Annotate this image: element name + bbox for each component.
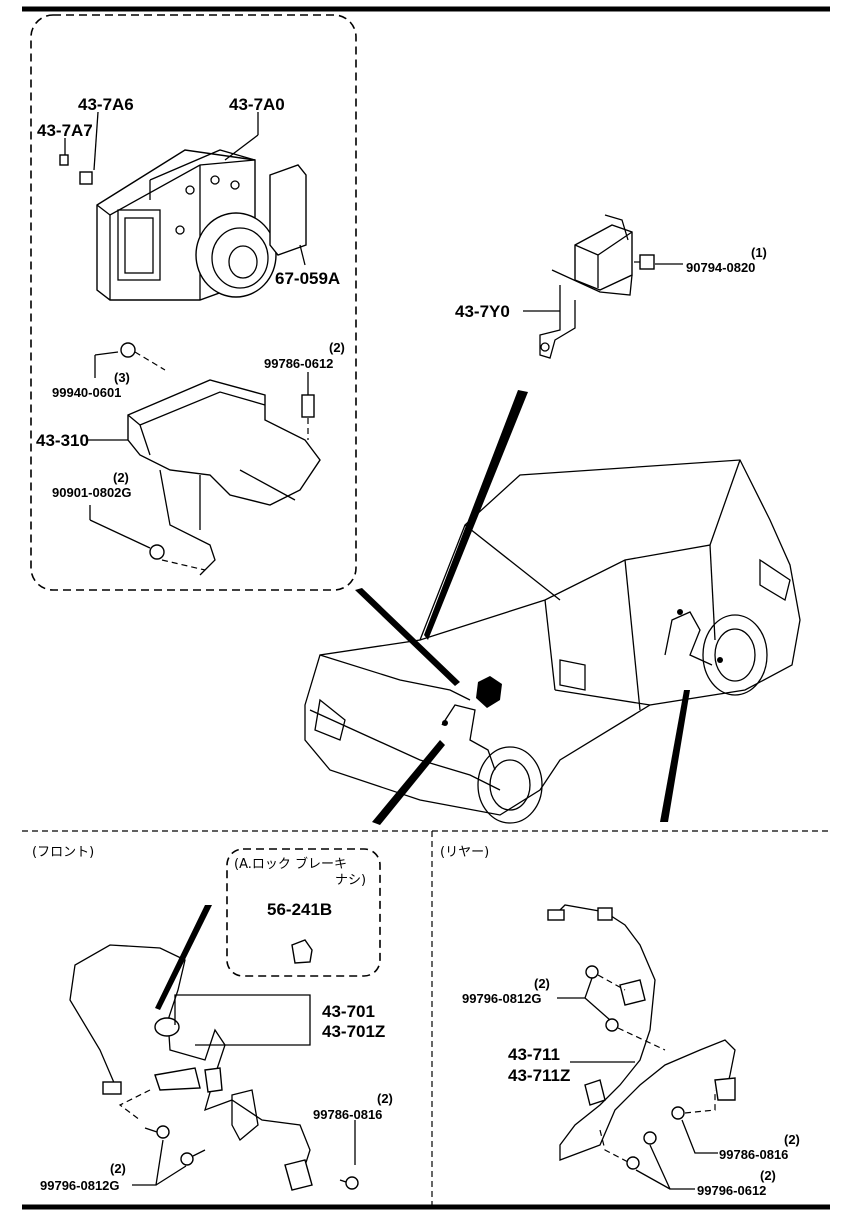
label-bracket-bolt: 99786-0612 [264,356,333,371]
bracket-drawing [120,342,321,576]
rear-section-title: (リヤー) [440,845,489,860]
front-inset-box [226,848,381,977]
label-bracket-nut: 90901-0802G [52,485,132,500]
label-hu-bolt-a: 43-7A6 [78,95,134,114]
rear-harness-drawing [547,904,736,1170]
label-rear-bolt-bottom-qty: (2) [760,1168,776,1183]
label-rear-harness-a: 43-711 [508,1045,560,1064]
label-front-bolt-left-qty: (2) [110,1161,126,1176]
label-front-harness-b: 43-701Z [322,1022,385,1041]
pointer-wedges [155,390,690,1010]
label-rear-bolt-right-qty: (2) [784,1132,800,1147]
sensor-bracket-drawing [523,214,683,359]
label-hu-bolt-b: 43-7A7 [37,121,93,140]
label-front-bolt-right: 99786-0816 [313,1107,382,1122]
label-nut-qty: (3) [114,370,130,385]
label-rear-bolt-right: 99786-0816 [719,1147,788,1162]
label-bracket-nut-qty: (2) [113,470,129,485]
front-leaders [132,994,356,1186]
rear-leaders [557,977,718,1190]
front-inset-line2: ナシ) [335,873,366,888]
front-section-title: (フロント) [32,845,94,860]
label-nut: 99940-0601 [52,385,121,400]
label-front-bolt-right-qty: (2) [377,1091,393,1106]
label-bracket: 43-310 [36,431,89,450]
label-sensor-bolt: 90794-0820 [686,260,755,275]
label-sensor-bracket: 43-7Y0 [455,302,510,321]
vehicle-drawing [304,459,801,824]
label-rear-bolt-top: 99796-0812G [462,991,542,1006]
hydraulic-unit-drawing [59,149,307,301]
label-cap: 56-241B [267,900,332,919]
label-cover: 67-059A [275,269,340,288]
label-front-bolt-left: 99796-0812G [40,1178,120,1193]
label-rear-harness-b: 43-711Z [508,1066,570,1085]
label-sensor-bolt-qty: (1) [751,245,767,260]
label-rear-bolt-top-qty: (2) [534,976,550,991]
abs-leaders [64,111,309,549]
label-hu-unit: 43-7A0 [229,95,285,114]
label-front-harness-a: 43-701 [322,1002,375,1021]
front-harness-drawing [69,939,359,1191]
label-rear-bolt-bottom: 99796-0612 [697,1183,766,1198]
label-bracket-bolt-qty: (2) [329,340,345,355]
front-inset-line1: (A.ロック ブレーキ [234,856,347,872]
abs-group-box [30,14,357,591]
